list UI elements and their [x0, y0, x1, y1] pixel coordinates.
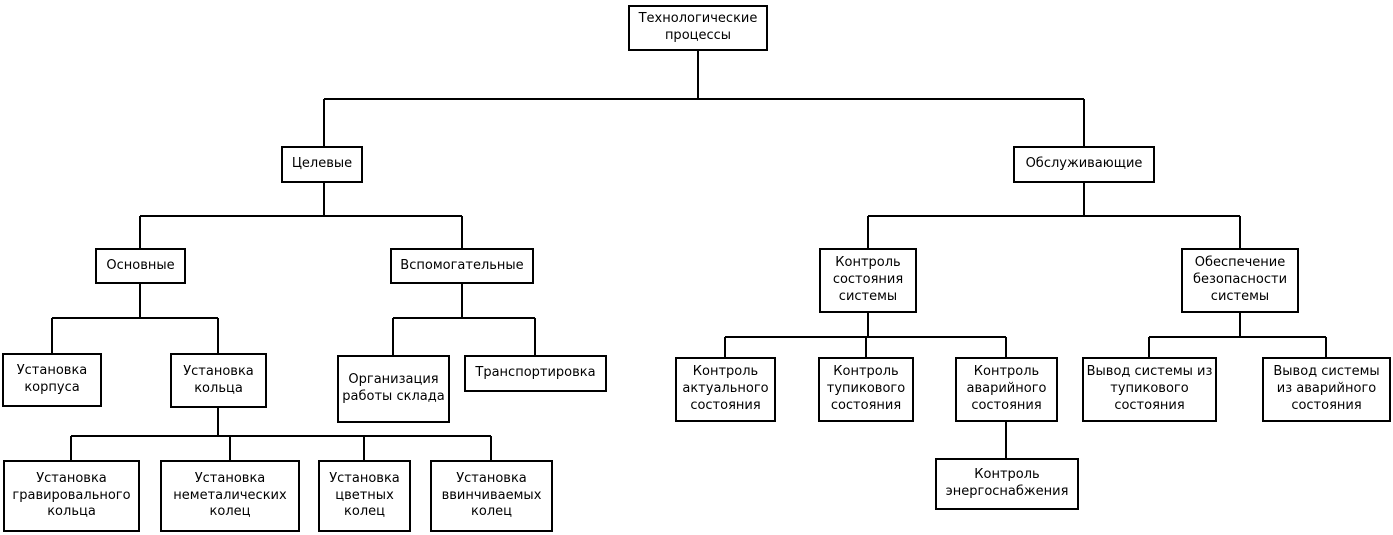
connector-obsluzhivayushchie-children: [867, 183, 1241, 248]
node-ustanovka-vvinchivaemykh-kolets: Установка ввинчиваемых колец: [430, 460, 553, 532]
node-obespechenie-bezopasnosti-sistemy: Обеспечение безопасности системы: [1181, 248, 1299, 313]
node-ustanovka-koltsa: Установка кольца: [170, 353, 267, 408]
node-kontrol-sostoyaniya-sistemy: Контроль состояния системы: [819, 248, 917, 313]
node-celevye: Целевые: [281, 146, 363, 183]
node-obsluzhivayushchie: Обслуживающие: [1013, 146, 1155, 183]
node-organizatsiya-raboty-sklada: Организация работы склада: [337, 355, 450, 423]
node-kontrol-avariynogo-sostoyaniya: Контроль аварийного состояния: [955, 357, 1058, 422]
node-tekhnologicheskie-protsessy: Технологические процессы: [628, 5, 768, 51]
connector-celevye-children: [139, 183, 463, 248]
node-osnovnye: Основные: [95, 248, 186, 284]
connector-obespechenie-children: [1148, 313, 1327, 357]
node-kontrol-tupikovogo-sostoyaniya: Контроль тупикового состояния: [818, 357, 914, 422]
connector-kontrol-sostoyaniya-children: [724, 313, 1007, 357]
node-ustanovka-nemetalicheskikh-kolets: Установка неметалических колец: [160, 460, 300, 532]
node-ustanovka-korpusa: Установка корпуса: [2, 353, 102, 407]
node-kontrol-energosnabzheniya: Контроль энергоснабжения: [935, 458, 1079, 510]
node-kontrol-aktualnogo-sostoyaniya: Контроль актуального состояния: [675, 357, 776, 422]
connector-vspomogatelnye-children: [392, 284, 536, 355]
node-transportirovka: Транспортировка: [464, 355, 607, 392]
connector-ustanovka-koltsa-children: [70, 408, 492, 460]
node-vspomogatelnye: Вспомогательные: [390, 248, 534, 284]
node-vyvod-sistemy-iz-avariynogo: Вывод системы из аварийного состояния: [1262, 357, 1391, 422]
connector-root-to-level2: [323, 51, 1085, 146]
node-vyvod-sistemy-iz-tupikovogo: Вывод системы из тупикового состояния: [1082, 357, 1217, 422]
node-ustanovka-gravirovalnogo-koltsa: Установка гравировального кольца: [3, 460, 140, 532]
connector-osnovnye-children: [51, 284, 219, 353]
node-ustanovka-tsvetnykh-kolets: Установка цветных колец: [318, 460, 411, 532]
